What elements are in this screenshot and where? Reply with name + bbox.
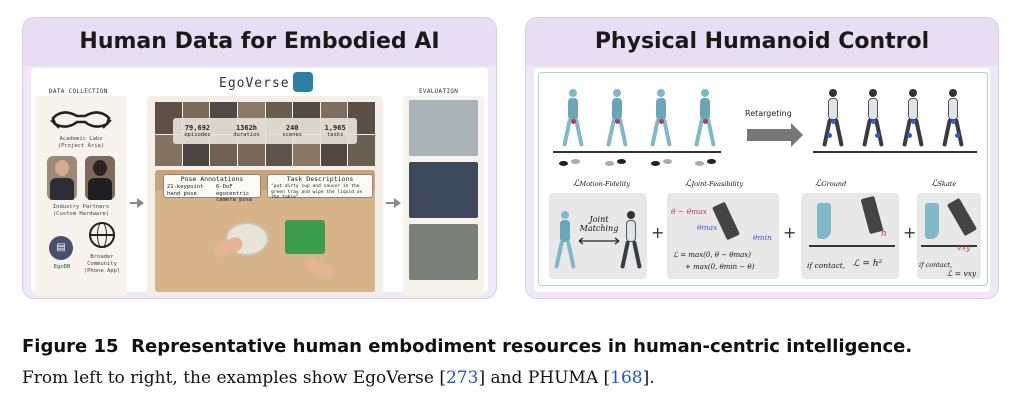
green-tray — [285, 220, 325, 254]
motion-fidelity-box: Joint Matching — [549, 193, 647, 279]
panel-title: Human Data for Embodied AI — [23, 18, 496, 66]
ground-line — [813, 151, 977, 153]
egodb-label: EgoDB — [53, 264, 71, 270]
human-figure — [606, 89, 628, 149]
skate-equation: ℒ = vxy — [947, 269, 977, 278]
theta-min-label: θmin — [753, 233, 772, 242]
loss-motion-fidelity-label: ℒMotion-Fidelity — [573, 179, 631, 189]
feasibility-equation-line2: + max(0, θmin − θ) — [685, 263, 755, 271]
citation-link[interactable]: 273 — [445, 368, 479, 388]
retargeting-arrow-icon — [747, 123, 803, 147]
joint-matching-label: Joint Matching — [579, 215, 619, 233]
double-arrow-icon — [578, 237, 620, 245]
robot-figure — [822, 89, 844, 149]
robot-leg-icon — [712, 201, 740, 241]
theta-max-label: θmax — [697, 223, 718, 232]
theta-excess-label: θ − θmax — [671, 207, 707, 216]
task-descriptions-callout: Task Descriptions "put dirty cup and sau… — [267, 174, 373, 200]
egoverse-logo-icon — [293, 72, 313, 92]
evaluation-column — [403, 96, 484, 296]
data-collection-label: DATA COLLECTION — [49, 88, 108, 95]
figure-caption-title: Figure 15 Representative human embodimen… — [22, 336, 1012, 357]
human-figure — [694, 89, 716, 149]
robot-figure — [902, 89, 924, 149]
loss-joint-feasibility-label: ℒJoint-Feasibility — [685, 179, 744, 189]
velocity-label: vxy — [957, 243, 971, 252]
aria-glasses-icon — [50, 111, 112, 129]
arrow-icon — [130, 198, 144, 208]
robot-foot-icon — [946, 197, 978, 237]
robot-photo — [409, 224, 478, 280]
person-photo — [85, 156, 115, 200]
loss-ground-label: ℒGround — [815, 179, 847, 189]
academic-labs-label: Academic Labs (Project Aria) — [57, 136, 105, 149]
arrow-icon — [386, 198, 401, 208]
plus-sign: + — [903, 223, 917, 242]
robot-foot-icon — [860, 195, 884, 235]
phuma-figure: Retargeting ℒMotion-Fidelity ℒJoint-Feas… — [534, 68, 990, 292]
skate-condition: if contact, — [919, 261, 953, 269]
skate-box: vxy if contact, ℒ = vxy — [917, 193, 981, 279]
joint-feasibility-box: θ − θmax θmax θmin ℒ = max(0, θ − θmax) … — [667, 193, 779, 279]
egoverse-brand: EgoVerse — [219, 76, 290, 91]
robot-figure — [862, 89, 884, 149]
caption-text-part: ]. — [642, 368, 655, 388]
phuma-diagram: Retargeting ℒMotion-Fidelity ℒJoint-Feas… — [538, 72, 988, 286]
robot-photo — [409, 100, 478, 156]
phuma-panel: Physical Humanoid Control Retargeting ℒM… — [525, 17, 999, 299]
plus-sign: + — [651, 223, 665, 242]
broader-community-label: Broader Community (Phone App) — [83, 254, 121, 274]
loss-skate-label: ℒSkate — [931, 179, 957, 189]
egoverse-figure: DATA COLLECTION EgoVerse EVALUATION Acad… — [31, 68, 488, 296]
ground-line — [553, 151, 721, 153]
retargeting-label: Retargeting — [745, 109, 792, 118]
ground-equation: ℒ = h² — [853, 259, 883, 269]
panel-title: Physical Humanoid Control — [526, 18, 998, 66]
caption-heading: Representative human embodiment resource… — [131, 336, 913, 357]
evaluation-label: EVALUATION — [419, 88, 459, 95]
caption-text-part: ] and PHUMA [ — [478, 368, 611, 388]
database-icon: ▤ — [49, 236, 73, 260]
globe-icon — [89, 222, 115, 248]
person-photo — [47, 156, 77, 200]
citation-link[interactable]: 168 — [610, 368, 643, 388]
human-figure — [650, 89, 672, 149]
human-figure — [562, 89, 584, 149]
foot-icon — [925, 203, 939, 239]
industry-partners-label: Industry Partners (Custom Hardware) — [52, 204, 110, 217]
ground-condition: if contact, — [807, 261, 846, 270]
data-collection-column: Academic Labs (Project Aria) Industry Pa… — [35, 96, 127, 296]
robot-photo — [409, 162, 478, 218]
figure-caption-text: From left to right, the examples show Eg… — [22, 368, 1012, 388]
robot-figure — [942, 89, 964, 149]
figure-label: Figure 15 — [22, 336, 119, 357]
feasibility-equation-line1: ℒ = max(0, θ − θmax) — [673, 251, 751, 259]
plus-sign: + — [783, 223, 797, 242]
ground-box: h if contact, ℒ = h² — [801, 193, 899, 279]
foot-icon — [817, 203, 831, 239]
pose-annotations-callout: Pose Annotations 21-keypoint hand pose 6… — [163, 174, 261, 203]
height-label: h — [881, 229, 887, 239]
egoverse-panel: Human Data for Embodied AI DATA COLLECTI… — [22, 17, 497, 299]
caption-text-part: From left to right, the examples show Eg… — [22, 368, 446, 388]
